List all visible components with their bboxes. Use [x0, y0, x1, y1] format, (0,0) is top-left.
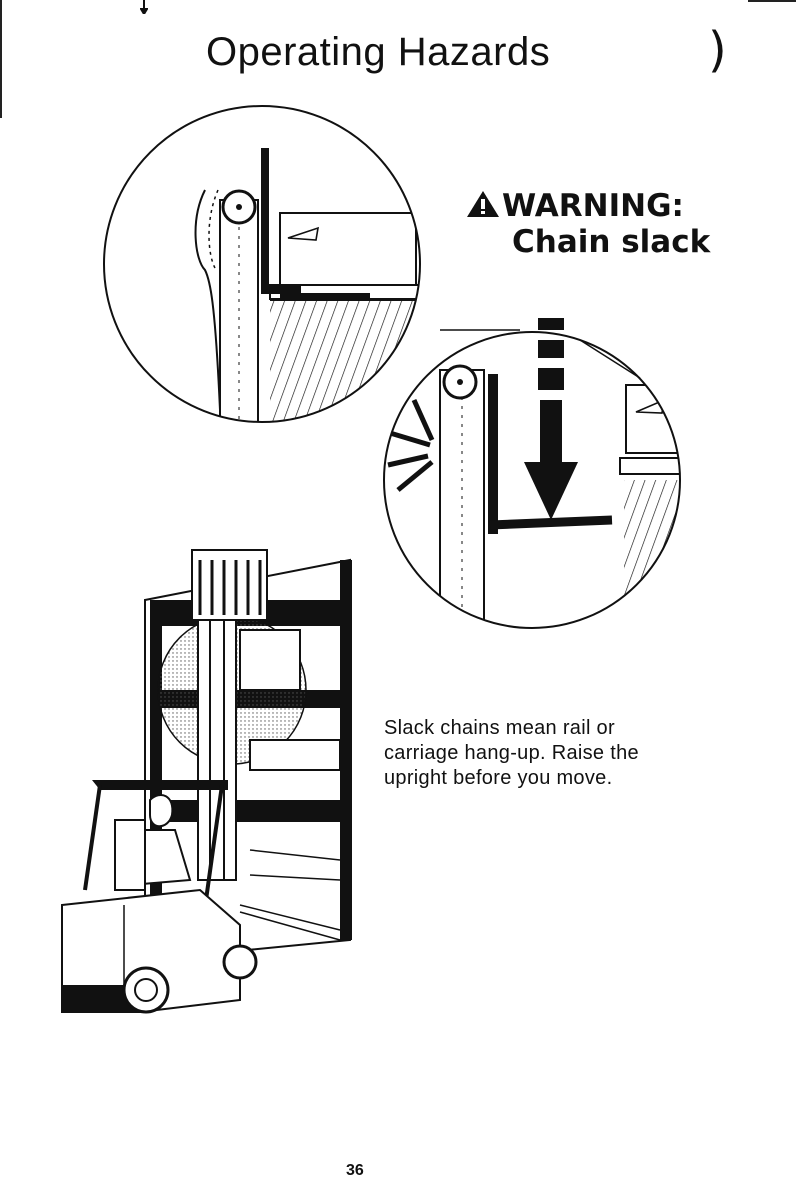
chain-slack-detail-illustration — [380, 318, 740, 640]
hazard-description: Slack chains mean rail or carriage hang-… — [384, 716, 684, 791]
chain-taut-detail-illustration — [104, 106, 450, 430]
page-number: 36 — [346, 1162, 364, 1180]
forklift-rack-illustration — [62, 550, 352, 1012]
